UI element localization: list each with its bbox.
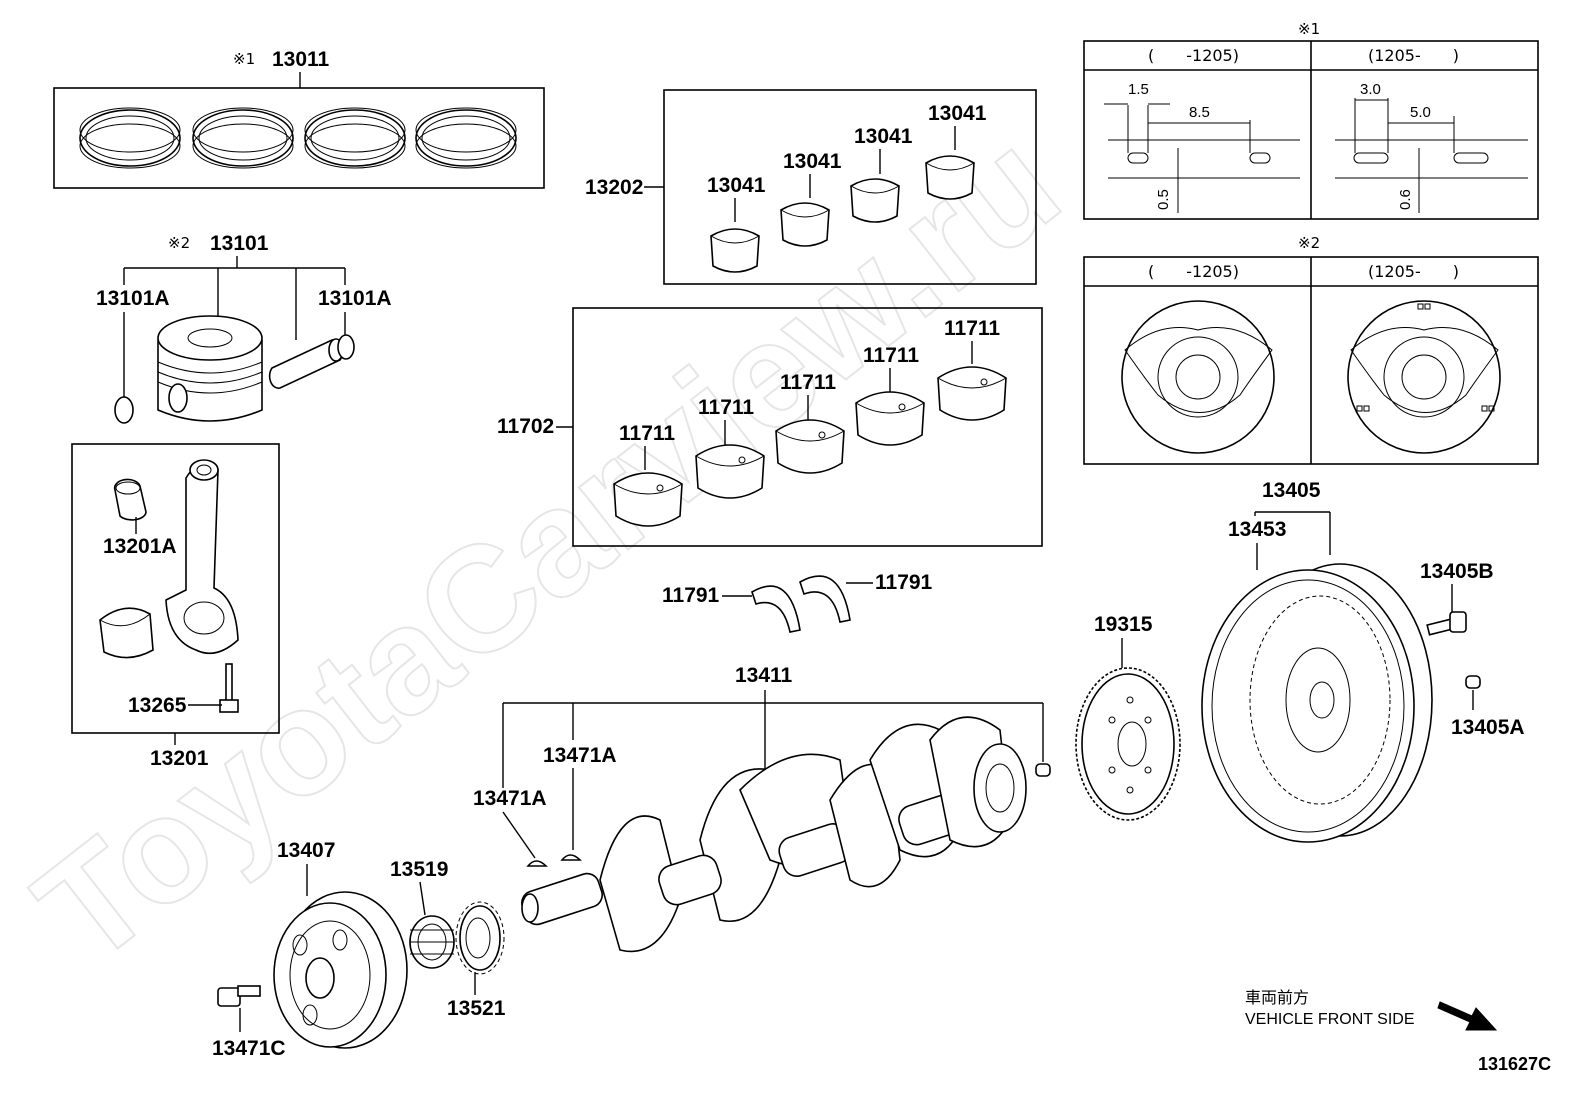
part-label-11711-5[interactable]: 11711 <box>944 317 1000 340</box>
part-label-13041-4[interactable]: 13041 <box>928 102 987 125</box>
part-label-13411[interactable]: 13411 <box>735 664 793 687</box>
pulley-icon <box>273 891 408 1049</box>
part-label-13041-1[interactable]: 13041 <box>707 174 766 197</box>
part-label-13405[interactable]: 13405 <box>1262 479 1321 502</box>
pulley-bolt-icon <box>217 985 261 1007</box>
part-label-13405B[interactable]: 13405B <box>1420 560 1494 583</box>
part-13011-piston-rings[interactable]: ※1 13011 <box>53 48 545 189</box>
diagram-code: 131627C <box>1478 1054 1551 1074</box>
part-11702-main-bearing-set[interactable]: 11702 11711 11711 11711 11711 11711 <box>497 307 1043 547</box>
part-label-13471C[interactable]: 13471C <box>212 1037 286 1060</box>
part-label-13453[interactable]: 13453 <box>1228 518 1286 541</box>
part-13519-oil-pump-drive-spline[interactable]: 13519 <box>390 858 455 969</box>
part-label-11711-2[interactable]: 11711 <box>698 396 754 419</box>
part-label-13407[interactable]: 13407 <box>277 839 335 862</box>
spline-collar-icon <box>409 915 455 969</box>
detail1-dim-1-5: 1.5 <box>1128 81 1149 98</box>
vehicle-front-jp: 車両前方 <box>1245 989 1309 1007</box>
part-label-13201[interactable]: 13201 <box>150 747 209 770</box>
part-label-13041-3[interactable]: 13041 <box>854 125 913 148</box>
part-13521-crank-timing-gear[interactable]: 13521 <box>447 901 506 1020</box>
snap-ring-icon <box>114 334 355 424</box>
main-bearing-shell-icon <box>613 366 1007 527</box>
part-label-13405A[interactable]: 13405A <box>1451 716 1525 739</box>
detail-piston-top-table: ※2 ( -1205) (1205- ) <box>1083 234 1539 465</box>
flywheel-bolt-icon <box>1426 611 1467 636</box>
rod-bushing-icon <box>113 478 147 521</box>
part-label-13521[interactable]: 13521 <box>447 997 506 1020</box>
part-label-13101A-right[interactable]: 13101A <box>318 287 392 310</box>
part-label-13101[interactable]: 13101 <box>210 232 269 255</box>
rod-bearing-icon <box>99 607 154 659</box>
piston-icon <box>157 315 263 422</box>
part-label-11791-left[interactable]: 11791 <box>662 584 720 607</box>
timing-sprocket-icon <box>455 901 505 975</box>
timing-rotor-icon <box>1075 667 1181 821</box>
part-13201-connecting-rod[interactable]: 13201A 13265 13201 <box>71 443 280 770</box>
part-label-13471A-2[interactable]: 13471A <box>543 744 617 767</box>
front-arrow-icon <box>1437 1001 1498 1031</box>
piston-ring-set-icon <box>79 107 517 169</box>
rod-bolt-icon <box>219 663 239 713</box>
piston-top-old-icon <box>1121 300 1275 454</box>
part-label-13265[interactable]: 13265 <box>128 694 187 717</box>
vehicle-front-indicator: 車両前方 VEHICLE FRONT SIDE <box>1245 989 1498 1031</box>
detail1-dim-0-5: 0.5 <box>1155 189 1172 210</box>
part-label-13201A[interactable]: 13201A <box>103 535 177 558</box>
detail1-col-left: ( -1205) <box>1148 46 1239 65</box>
part-13101-piston[interactable]: ※2 13101 13101A 13101A <box>96 232 392 424</box>
piston-pin-icon <box>268 338 344 389</box>
part-13405-flywheel[interactable]: 13405 13453 <box>1201 479 1433 843</box>
part-label-13519[interactable]: 13519 <box>390 858 448 881</box>
detail1-dim-5-0: 5.0 <box>1410 104 1431 121</box>
part-label-13101A-left[interactable]: 13101A <box>96 287 170 310</box>
part-label-11711-1[interactable]: 11711 <box>619 422 675 445</box>
detail2-col-right: (1205- ) <box>1368 262 1459 281</box>
woodruff-key-icon <box>526 763 1051 867</box>
piston-top-new-icon <box>1347 300 1501 454</box>
detail1-col-right: (1205- ) <box>1368 46 1459 65</box>
detail-ring-gap-table: ※1 ( -1205) (1205- ) 1.5 8.5 0.5 3.0 5.0 <box>1083 20 1539 220</box>
detail2-col-left: ( -1205) <box>1148 262 1239 281</box>
detail1-dim-0-6: 0.6 <box>1397 189 1414 210</box>
part-13405B-flywheel-bolt[interactable]: 13405B <box>1420 560 1494 636</box>
connecting-rod-icon <box>165 459 239 655</box>
dowel-pin-icon <box>1465 675 1481 689</box>
vehicle-front-en: VEHICLE FRONT SIDE <box>1245 1011 1415 1028</box>
part-label-11711-4[interactable]: 11711 <box>863 344 919 367</box>
flywheel-icon <box>1201 563 1433 843</box>
part-13405A-dowel-pin[interactable]: 13405A <box>1451 675 1525 739</box>
part-19315-timing-rotor[interactable]: 19315 <box>1075 613 1181 821</box>
part-label-13471A-1[interactable]: 13471A <box>473 787 547 810</box>
part-label-11791-right[interactable]: 11791 <box>875 571 933 594</box>
thrust-washer-icon <box>751 575 851 633</box>
part-13411-crankshaft[interactable]: 13411 13471A 13471A <box>473 664 1051 953</box>
part-label-13202[interactable]: 13202 <box>585 176 643 199</box>
crankshaft-icon <box>521 716 1027 953</box>
part-label-13011[interactable]: 13011 <box>272 48 330 71</box>
detail2-mark: ※2 <box>1298 234 1320 252</box>
part-label-13041-2[interactable]: 13041 <box>783 150 842 173</box>
part-11791-thrust-washer[interactable]: 11791 11791 <box>662 571 933 633</box>
note-mark-1: ※1 <box>233 50 255 68</box>
detail1-dim-3-0: 3.0 <box>1360 81 1381 98</box>
detail1-mark: ※1 <box>1298 20 1320 38</box>
part-label-11711-3[interactable]: 11711 <box>780 371 836 394</box>
note-mark-2: ※2 <box>168 234 190 252</box>
rod-bearing-shell-icon <box>710 155 975 273</box>
part-13471C-pulley-bolt[interactable]: 13471C <box>212 985 286 1060</box>
detail1-dim-8-5: 8.5 <box>1189 104 1210 121</box>
part-label-19315[interactable]: 19315 <box>1094 613 1153 636</box>
part-13202-bearing-set[interactable]: 13202 13041 13041 13041 13041 <box>585 89 1037 285</box>
part-13407-crank-pulley[interactable]: 13407 <box>273 839 408 1049</box>
part-label-11702[interactable]: 11702 <box>497 415 554 438</box>
